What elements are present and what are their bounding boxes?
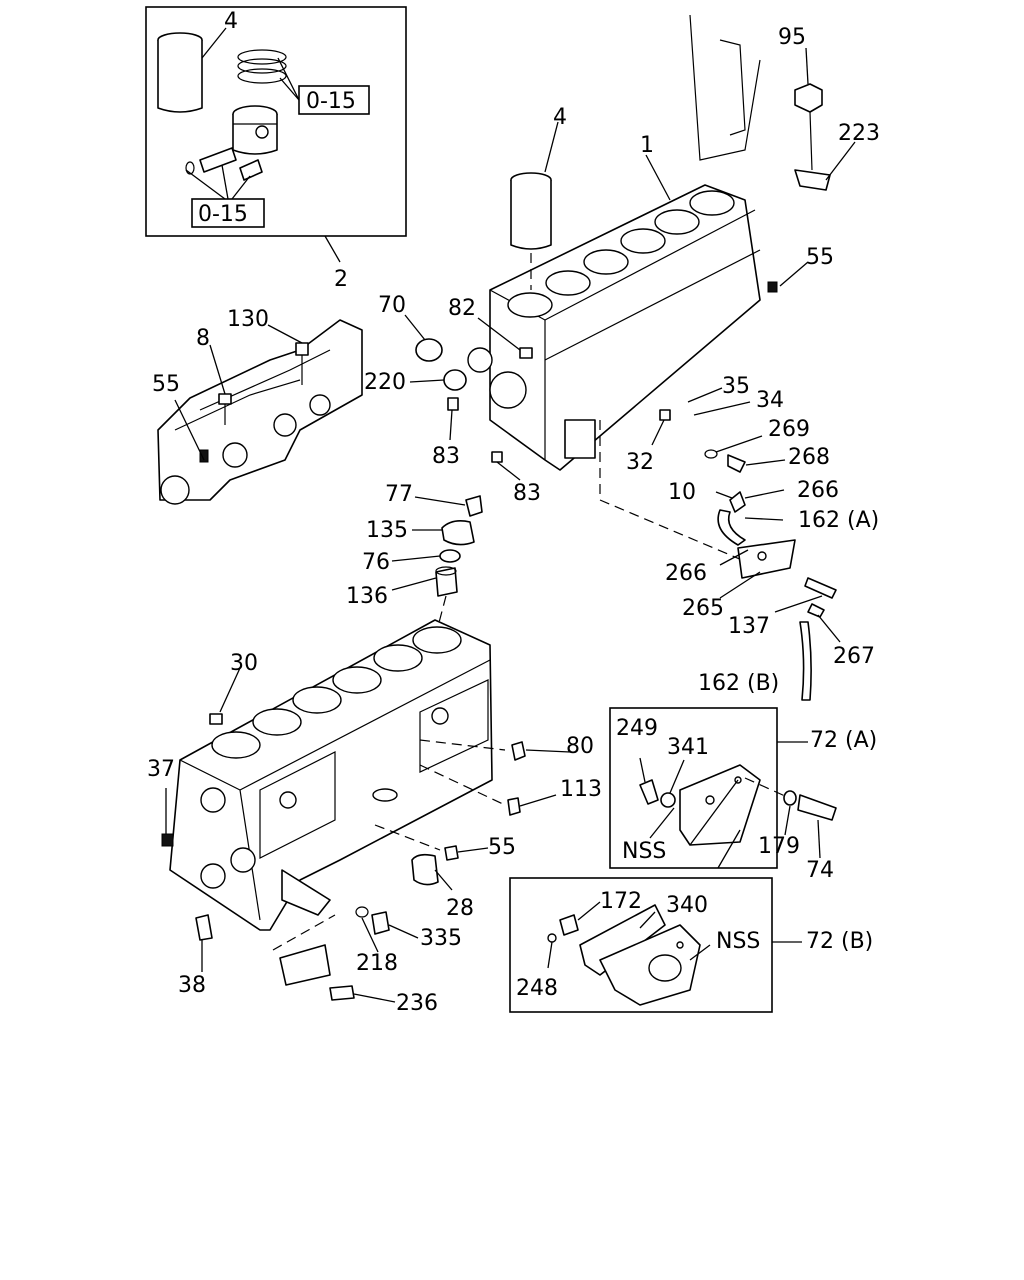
callout-labels: 4 0-15 0-15 2 4 1 95 223 55 70 82 130 8 … [147, 9, 880, 1016]
callout-249: 249 [616, 716, 658, 741]
callout-4-top: 4 [224, 9, 238, 34]
callout-2: 2 [334, 267, 348, 292]
callout-55-left: 55 [152, 372, 180, 397]
callout-162b: 162 (B) [698, 671, 779, 696]
callout-266-b: 266 [665, 561, 707, 586]
callout-28: 28 [446, 896, 474, 921]
callout-248: 248 [516, 976, 558, 1001]
oil-pipe-assembly [715, 489, 841, 701]
callout-95: 95 [778, 25, 806, 50]
callout-38: 38 [178, 973, 206, 998]
callout-218: 218 [356, 951, 398, 976]
callout-10: 10 [668, 480, 696, 505]
callout-340: 340 [666, 893, 708, 918]
callout-74: 74 [806, 858, 834, 883]
callout-1: 1 [640, 133, 654, 158]
callout-70: 70 [378, 293, 406, 318]
callout-35: 35 [722, 374, 750, 399]
callout-32: 32 [626, 450, 654, 475]
callout-172: 172 [600, 889, 642, 914]
callout-268: 268 [788, 445, 830, 470]
block-side-detail [157, 319, 363, 505]
upper-right-detail [689, 14, 856, 191]
callout-223: 223 [838, 121, 880, 146]
callout-77: 77 [385, 482, 413, 507]
callout-nss-a: NSS [622, 839, 666, 864]
oil-cooler-inset-a [609, 707, 837, 869]
oil-cooler-inset-b [509, 877, 802, 1013]
callout-55-low: 55 [488, 835, 516, 860]
cylinder-block-upper [404, 121, 809, 561]
callout-76: 76 [362, 550, 390, 575]
callout-113: 113 [560, 777, 602, 802]
callout-8: 8 [196, 326, 210, 351]
callout-82: 82 [448, 296, 476, 321]
callout-83-a: 83 [432, 444, 460, 469]
callout-265: 265 [682, 596, 724, 621]
callout-130: 130 [227, 307, 269, 332]
callout-37: 37 [147, 757, 175, 782]
callout-55-right: 55 [806, 245, 834, 270]
callout-4-mid: 4 [553, 105, 567, 130]
callout-137: 137 [728, 614, 770, 639]
cylinder-block-lower [161, 619, 571, 1003]
callout-135: 135 [366, 518, 408, 543]
callout-0-15-b: 0-15 [198, 202, 248, 227]
callout-34: 34 [756, 388, 784, 413]
callout-341: 341 [667, 735, 709, 760]
callout-72a: 72 (A) [810, 728, 877, 753]
callout-267: 267 [833, 644, 875, 669]
callout-335: 335 [420, 926, 462, 951]
callout-236: 236 [396, 991, 438, 1016]
callout-136: 136 [346, 584, 388, 609]
callout-nss-b: NSS [716, 929, 760, 954]
callout-269: 269 [768, 417, 810, 442]
callout-266-a: 266 [797, 478, 839, 503]
callout-162a: 162 (A) [798, 508, 879, 533]
callout-30: 30 [230, 651, 258, 676]
callout-0-15-a: 0-15 [306, 89, 356, 114]
callout-220: 220 [364, 370, 406, 395]
callout-72b: 72 (B) [806, 929, 873, 954]
piston-kit-inset [145, 6, 407, 263]
callout-179: 179 [758, 834, 800, 859]
callout-83-b: 83 [513, 481, 541, 506]
callout-80: 80 [566, 734, 594, 759]
